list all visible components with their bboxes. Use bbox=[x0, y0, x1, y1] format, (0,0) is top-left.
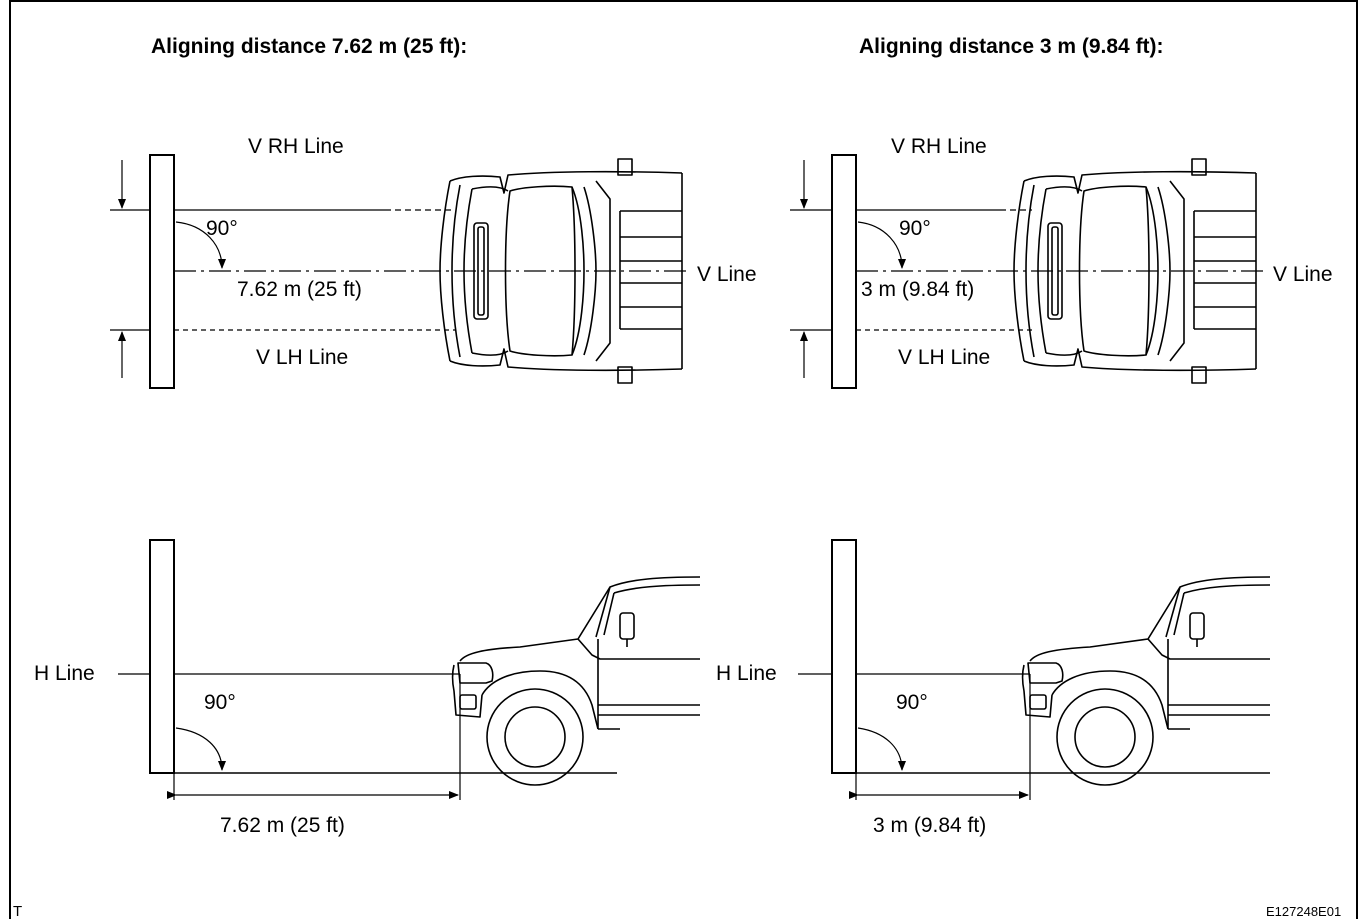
vehicle-side-view-2 bbox=[1021, 576, 1271, 786]
angle-label: 90° bbox=[204, 691, 236, 714]
distance-label: 3 m (9.84 ft) bbox=[861, 278, 975, 301]
screen-wall-top-left bbox=[149, 154, 175, 389]
vehicle-side-view bbox=[451, 576, 701, 786]
figure-code: E127248E01 bbox=[1266, 904, 1342, 919]
distance-label: 7.62 m (25 ft) bbox=[220, 814, 345, 837]
screen-wall-side-left bbox=[149, 539, 175, 774]
angle-label: 90° bbox=[899, 217, 931, 240]
v-lh-line-label: V LH Line bbox=[256, 346, 349, 369]
v-rh-line-label: V RH Line bbox=[891, 135, 987, 158]
distance-label: 3 m (9.84 ft) bbox=[873, 814, 987, 837]
figure-frame bbox=[9, 0, 1358, 919]
panel-title: Aligning distance 3 m (9.84 ft): bbox=[859, 35, 1164, 58]
panel-title: Aligning distance 7.62 m (25 ft): bbox=[151, 35, 468, 58]
h-line-label: H Line bbox=[716, 662, 777, 685]
v-rh-line-label: V RH Line bbox=[248, 135, 344, 158]
distance-label: 7.62 m (25 ft) bbox=[237, 278, 362, 301]
angle-label: 90° bbox=[896, 691, 928, 714]
screen-wall-side-right bbox=[831, 539, 857, 774]
footer-mark: T bbox=[13, 903, 23, 920]
h-line-label: H Line bbox=[34, 662, 95, 685]
v-lh-line-label: V LH Line bbox=[898, 346, 991, 369]
angle-label: 90° bbox=[206, 217, 238, 240]
screen-wall-top-right bbox=[831, 154, 857, 389]
v-line-label: V Line bbox=[1273, 263, 1333, 286]
v-line-label: V Line bbox=[697, 263, 757, 286]
